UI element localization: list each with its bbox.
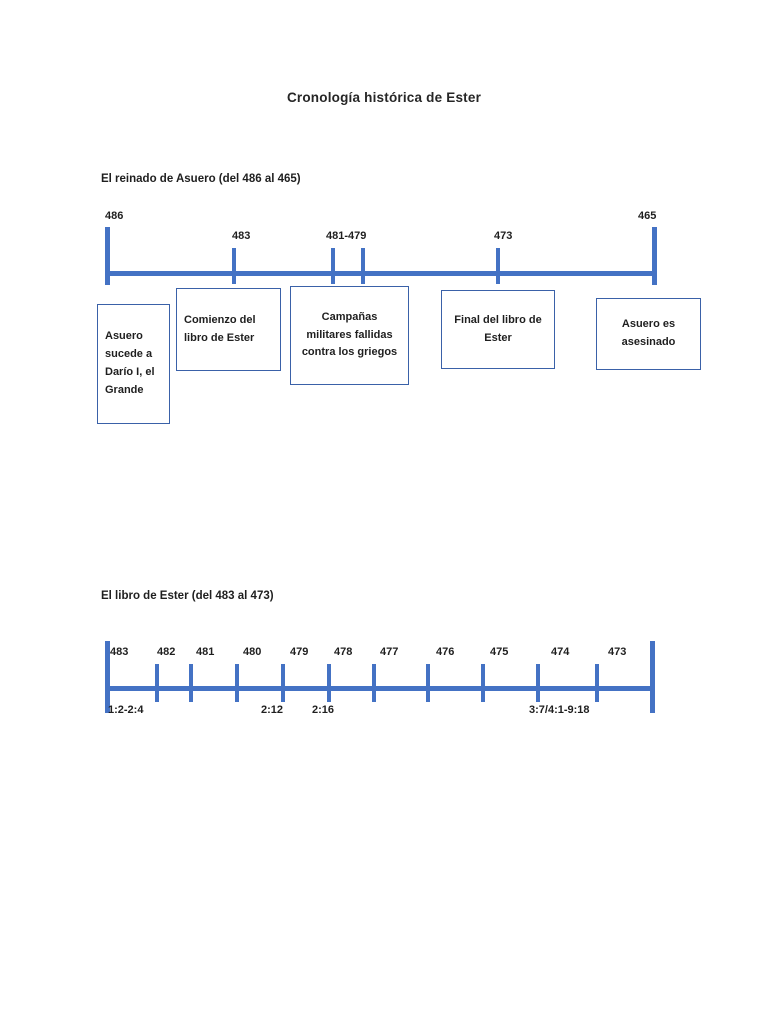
timeline-reign-year-465: 465 xyxy=(638,210,657,222)
timeline-reign-endcap-start xyxy=(105,227,110,285)
timeline-book-tick-5 xyxy=(327,664,331,702)
section-heading-book: El libro de Ester (del 483 al 473) xyxy=(101,590,274,602)
page-title: Cronología histórica de Ester xyxy=(286,90,482,105)
section-heading-reign: El reinado de Asuero (del 486 al 465) xyxy=(101,173,301,185)
timeline-reign-axis xyxy=(105,271,657,276)
timeline-book-tick-3 xyxy=(235,664,239,702)
event-box-campanas-militares: Campañas militares fallidas contra los g… xyxy=(290,286,409,385)
timeline-book-year-483: 483 xyxy=(110,646,129,658)
timeline-book-tick-4 xyxy=(281,664,285,702)
timeline-book-tick-10 xyxy=(595,664,599,702)
event-box-text: Asuero sucede a Darío I, el Grande xyxy=(105,330,155,396)
timeline-reign-year-481-479: 481-479 xyxy=(326,230,367,242)
timeline-book-tick-9 xyxy=(536,664,540,702)
timeline-reign-year-473: 473 xyxy=(494,230,513,242)
timeline-reign-tick-473 xyxy=(496,248,500,284)
timeline-book-tick-1 xyxy=(155,664,159,702)
timeline-reign-tick-479 xyxy=(361,248,365,284)
event-box-asuero-sucede: Asuero sucede a Darío I, el Grande xyxy=(97,304,170,424)
timeline-book-year-476: 476 xyxy=(436,646,455,658)
timeline-book-year-475: 475 xyxy=(490,646,509,658)
event-box-comienzo-libro: Comienzo del libro de Ester xyxy=(176,288,281,371)
event-box-text: Final del libro de Ester xyxy=(454,313,542,344)
timeline-book-endcap-start xyxy=(105,641,110,713)
event-box-text: Comienzo del libro de Ester xyxy=(184,313,256,344)
event-box-asuero-asesinado: Asuero es asesinado xyxy=(596,298,701,370)
timeline-book-year-480: 480 xyxy=(243,646,262,658)
timeline-book-reference-3: 2:16 xyxy=(312,704,335,716)
timeline-book-tick-8 xyxy=(481,664,485,702)
timeline-book-year-477: 477 xyxy=(380,646,399,658)
timeline-reign-endcap-end xyxy=(652,227,657,285)
timeline-book-tick-6 xyxy=(372,664,376,702)
timeline-reign-tick-481 xyxy=(331,248,335,284)
timeline-book-year-473: 473 xyxy=(608,646,627,658)
timeline-book-year-482: 482 xyxy=(157,646,176,658)
timeline-book-reference-4: 3:7/4:1-9:18 xyxy=(529,704,590,716)
timeline-book-reference-2: 2:12 xyxy=(261,704,284,716)
timeline-reign-year-483: 483 xyxy=(232,230,251,242)
timeline-book-axis xyxy=(105,686,654,691)
timeline-book-year-481: 481 xyxy=(196,646,215,658)
timeline-book-tick-2 xyxy=(189,664,193,702)
timeline-reign-year-486: 486 xyxy=(105,210,124,222)
event-box-text: Asuero es asesinado xyxy=(621,318,676,348)
timeline-book-reference-1: 1:2-2:4 xyxy=(108,704,144,716)
timeline-book-year-479: 479 xyxy=(290,646,309,658)
event-box-text: Campañas militares fallidas contra los g… xyxy=(301,310,398,359)
timeline-book-year-478: 478 xyxy=(334,646,353,658)
event-box-final-libro: Final del libro de Ester xyxy=(441,290,555,369)
timeline-book-endcap-end xyxy=(650,641,655,713)
timeline-book-tick-7 xyxy=(426,664,430,702)
timeline-book-year-474: 474 xyxy=(551,646,570,658)
timeline-reign-tick-483 xyxy=(232,248,236,284)
